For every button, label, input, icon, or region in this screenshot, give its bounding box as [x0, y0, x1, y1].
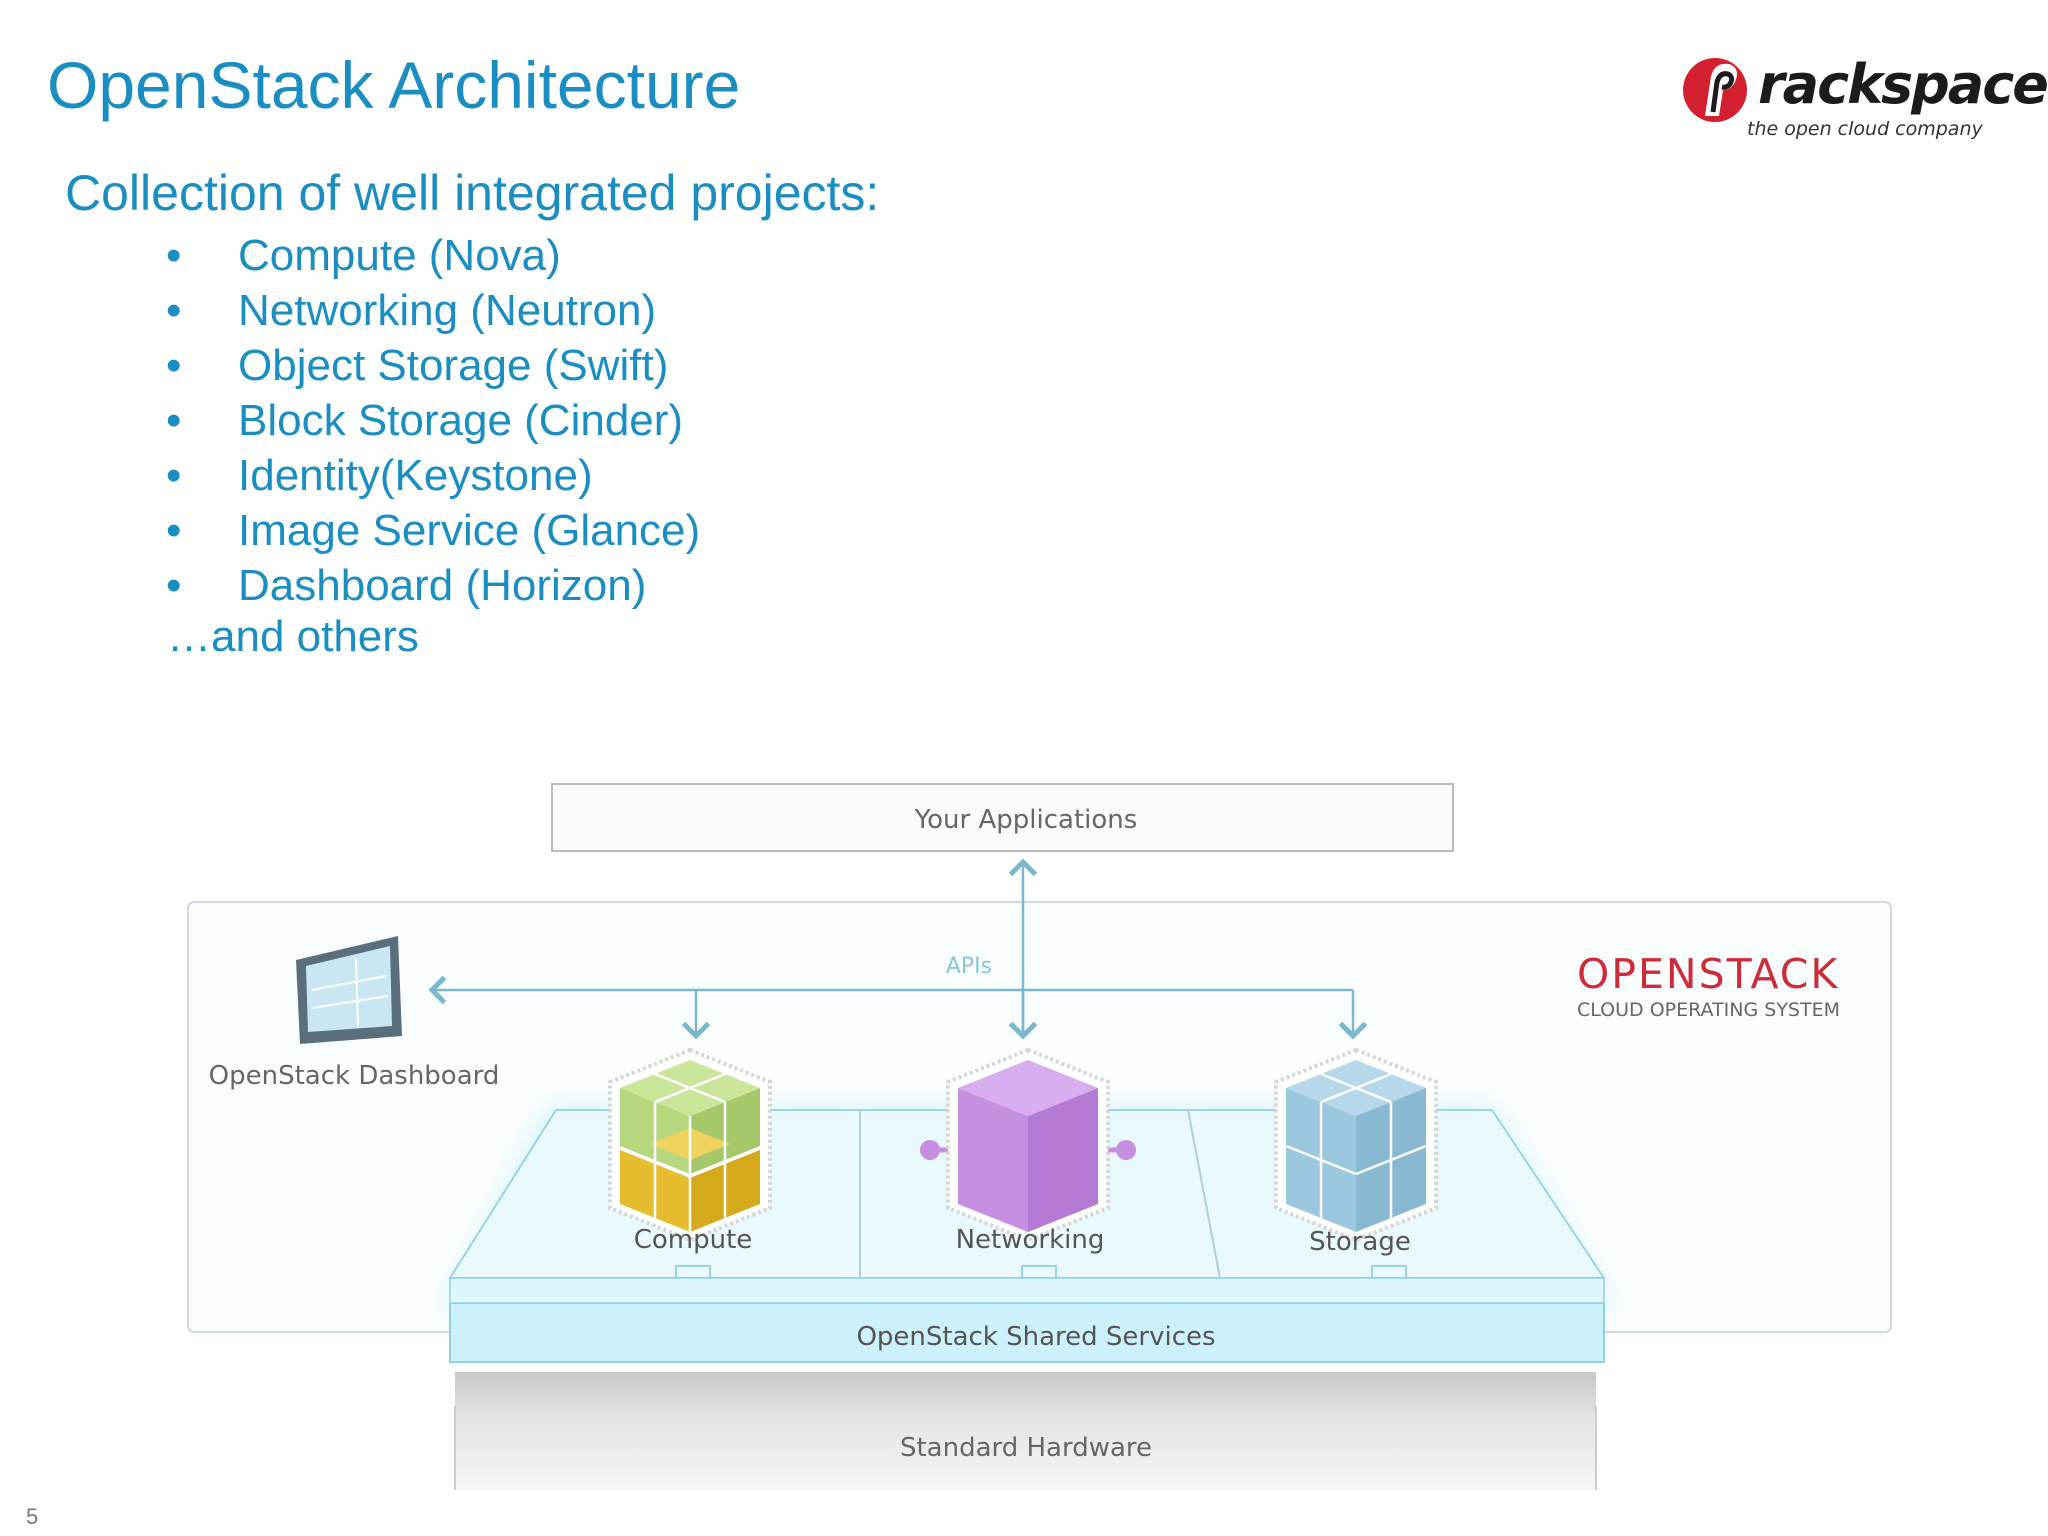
- bullet-marker: •: [166, 450, 182, 500]
- rackspace-logo-word: rackspace: [1758, 53, 2048, 116]
- openstack-title: OPENSTACK: [1577, 950, 1839, 998]
- your-applications-label: Your Applications: [914, 805, 1138, 835]
- list-item: • Dashboard (Horizon): [160, 558, 700, 613]
- list-item: • Identity(Keystone): [160, 448, 700, 503]
- slide-title: OpenStack Architecture: [47, 48, 741, 122]
- storage-label: Storage: [1309, 1227, 1411, 1257]
- compute-cube-icon: [608, 1047, 772, 1243]
- list-item: • Block Storage (Cinder): [160, 393, 700, 448]
- standard-hardware-block: [455, 1372, 1596, 1490]
- list-item: • Compute (Nova): [160, 228, 700, 283]
- rackspace-logo-tagline: the open cloud company: [1747, 118, 1983, 140]
- bullet-marker: •: [166, 395, 182, 445]
- list-item-text: Block Storage (Cinder): [238, 395, 684, 445]
- bullet-marker: •: [166, 285, 182, 335]
- standard-hardware-label: Standard Hardware: [900, 1433, 1152, 1463]
- shared-services-label: OpenStack Shared Services: [856, 1322, 1215, 1352]
- bullet-marker: •: [166, 340, 182, 390]
- bullet-marker: •: [166, 230, 182, 280]
- list-item: • Object Storage (Swift): [160, 338, 700, 393]
- list-item-text: Image Service (Glance): [238, 505, 701, 555]
- list-item: • Networking (Neutron): [160, 283, 700, 338]
- openstack-subtitle: CLOUD OPERATING SYSTEM: [1577, 999, 1840, 1021]
- bullet-marker: •: [166, 560, 182, 610]
- and-others-text: …and others: [167, 612, 419, 661]
- slide-number: 5: [26, 1504, 39, 1529]
- list-item-text: Dashboard (Horizon): [238, 560, 647, 610]
- list-item-text: Networking (Neutron): [238, 285, 657, 335]
- rackspace-logo-icon: [1683, 58, 1747, 122]
- list-item-text: Identity(Keystone): [238, 450, 593, 500]
- slide-subtitle: Collection of well integrated projects:: [65, 165, 880, 221]
- storage-cube-icon: [1274, 1047, 1438, 1243]
- list-item-text: Compute (Nova): [238, 230, 561, 280]
- dashboard-label: OpenStack Dashboard: [209, 1061, 500, 1091]
- networking-cube-icon: [920, 1047, 1136, 1243]
- compute-label: Compute: [634, 1225, 753, 1255]
- apis-label: APIs: [946, 954, 992, 979]
- list-item-text: Object Storage (Swift): [238, 340, 669, 390]
- your-applications-box: [551, 783, 1454, 852]
- networking-label: Networking: [956, 1225, 1105, 1255]
- list-item: • Image Service (Glance): [160, 503, 700, 558]
- bullet-marker: •: [166, 505, 182, 555]
- project-list: • Compute (Nova) • Networking (Neutron) • O…: [160, 228, 700, 613]
- dashboard-monitor-icon: [296, 936, 402, 1044]
- rackspace-logo: rackspace the open cloud company: [1675, 44, 2048, 154]
